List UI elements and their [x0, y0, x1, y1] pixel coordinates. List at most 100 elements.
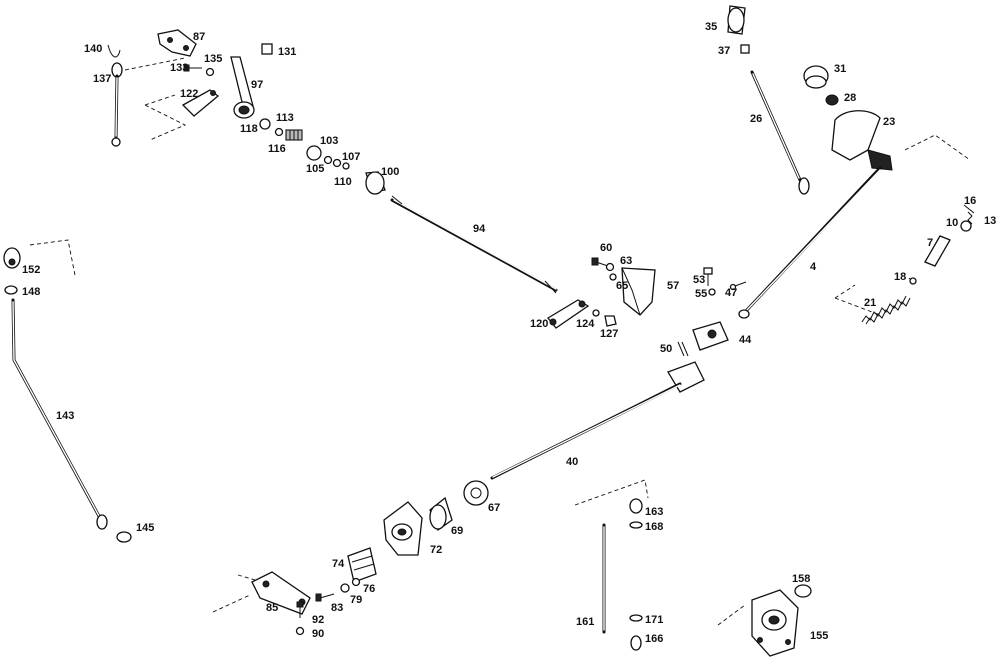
part-55-washer — [708, 288, 716, 296]
part-124-washer — [592, 309, 600, 317]
label-18: 18 — [894, 271, 906, 283]
label-72: 72 — [430, 544, 442, 556]
label-116: 116 — [268, 143, 286, 155]
label-145: 145 — [136, 522, 154, 534]
part-4-shaft — [738, 166, 882, 319]
part-labels: 4 7 10 13 16 18 21 23 26 28 31 35 37 40 … — [22, 21, 996, 645]
label-118: 118 — [240, 123, 258, 135]
label-133: 133 — [170, 62, 188, 74]
part-145-nut — [116, 531, 132, 543]
part-100-sleeve — [365, 171, 386, 195]
part-18-screw — [908, 277, 917, 285]
part-47-pin — [729, 281, 747, 291]
label-23: 23 — [883, 116, 895, 128]
label-158: 158 — [792, 573, 810, 585]
label-103: 103 — [320, 135, 338, 147]
label-155: 155 — [810, 630, 828, 642]
label-13: 13 — [984, 215, 996, 227]
part-122-arm — [181, 89, 220, 117]
part-120-lever — [547, 299, 590, 329]
label-85: 85 — [266, 602, 278, 614]
label-55: 55 — [695, 288, 707, 300]
part-107-ring — [332, 158, 342, 168]
part-158-cap — [794, 584, 812, 598]
label-166: 166 — [645, 633, 663, 645]
label-53: 53 — [693, 274, 705, 286]
part-171-washer — [629, 614, 643, 622]
label-122: 122 — [180, 88, 198, 100]
part-137-rod-end — [111, 62, 123, 147]
part-63-washer — [605, 262, 615, 272]
label-21: 21 — [864, 297, 876, 309]
part-37-nut — [740, 44, 750, 54]
part-44-joint — [692, 321, 729, 351]
part-35-knob — [727, 5, 746, 35]
label-110: 110 — [334, 176, 352, 188]
part-72-bracket — [383, 501, 423, 556]
part-143-rod — [11, 298, 108, 530]
part-53-bolt — [703, 267, 713, 286]
label-148: 148 — [22, 286, 40, 298]
part-31-boot-cap — [803, 65, 829, 89]
part-79-ring — [340, 583, 350, 593]
part-67-bushing — [463, 480, 489, 506]
part-40-yoke-shaft — [490, 361, 705, 480]
part-152-knob — [3, 247, 21, 269]
part-21-spring — [861, 295, 911, 325]
label-143: 143 — [56, 410, 74, 422]
part-85-link — [251, 571, 311, 615]
label-90: 90 — [312, 628, 324, 640]
label-79: 79 — [350, 594, 362, 606]
label-83: 83 — [331, 602, 343, 614]
label-50: 50 — [660, 343, 672, 355]
part-10-cap — [960, 220, 972, 232]
part-60-bolt — [591, 257, 609, 267]
part-118-bushing — [259, 118, 271, 130]
part-127-nut — [604, 315, 617, 327]
part-131-nut — [261, 43, 273, 55]
part-28-ring — [825, 94, 839, 106]
label-57: 57 — [667, 280, 679, 292]
label-131: 131 — [278, 46, 296, 58]
part-83-bolt — [315, 593, 335, 602]
part-133-bolt — [183, 64, 202, 72]
label-168: 168 — [645, 521, 663, 533]
part-103-bushing — [306, 145, 322, 161]
part-26-lever-rod — [750, 70, 810, 195]
label-69: 69 — [451, 525, 463, 537]
label-67: 67 — [488, 502, 500, 514]
label-87: 87 — [193, 31, 205, 43]
part-50-pin — [677, 341, 689, 357]
part-87-bracket — [157, 29, 197, 57]
label-124: 124 — [576, 318, 595, 330]
label-120: 120 — [530, 318, 548, 330]
label-113: 113 — [276, 112, 294, 124]
label-65: 65 — [616, 280, 628, 292]
dashed-guide-lines — [29, 57, 971, 626]
label-92: 92 — [312, 614, 324, 626]
part-7-plunger — [924, 235, 951, 267]
part-90-washer — [295, 626, 305, 636]
part-76-washer — [351, 577, 361, 587]
label-100: 100 — [381, 166, 399, 178]
label-127: 127 — [600, 328, 618, 340]
label-40: 40 — [566, 456, 578, 468]
label-16: 16 — [964, 195, 976, 207]
label-171: 171 — [645, 614, 663, 626]
label-35: 35 — [705, 21, 717, 33]
part-16-pin — [963, 204, 975, 214]
label-105: 105 — [306, 163, 324, 175]
label-47: 47 — [725, 287, 737, 299]
label-63: 63 — [620, 255, 632, 267]
label-37: 37 — [718, 45, 730, 57]
part-13-spring — [967, 211, 973, 225]
label-31: 31 — [834, 63, 846, 75]
label-140: 140 — [84, 43, 102, 55]
part-110-washer — [342, 162, 350, 170]
label-107: 107 — [342, 151, 360, 163]
part-166-rod-end — [630, 635, 642, 651]
label-60: 60 — [600, 242, 612, 254]
part-57-bracket — [621, 267, 656, 316]
